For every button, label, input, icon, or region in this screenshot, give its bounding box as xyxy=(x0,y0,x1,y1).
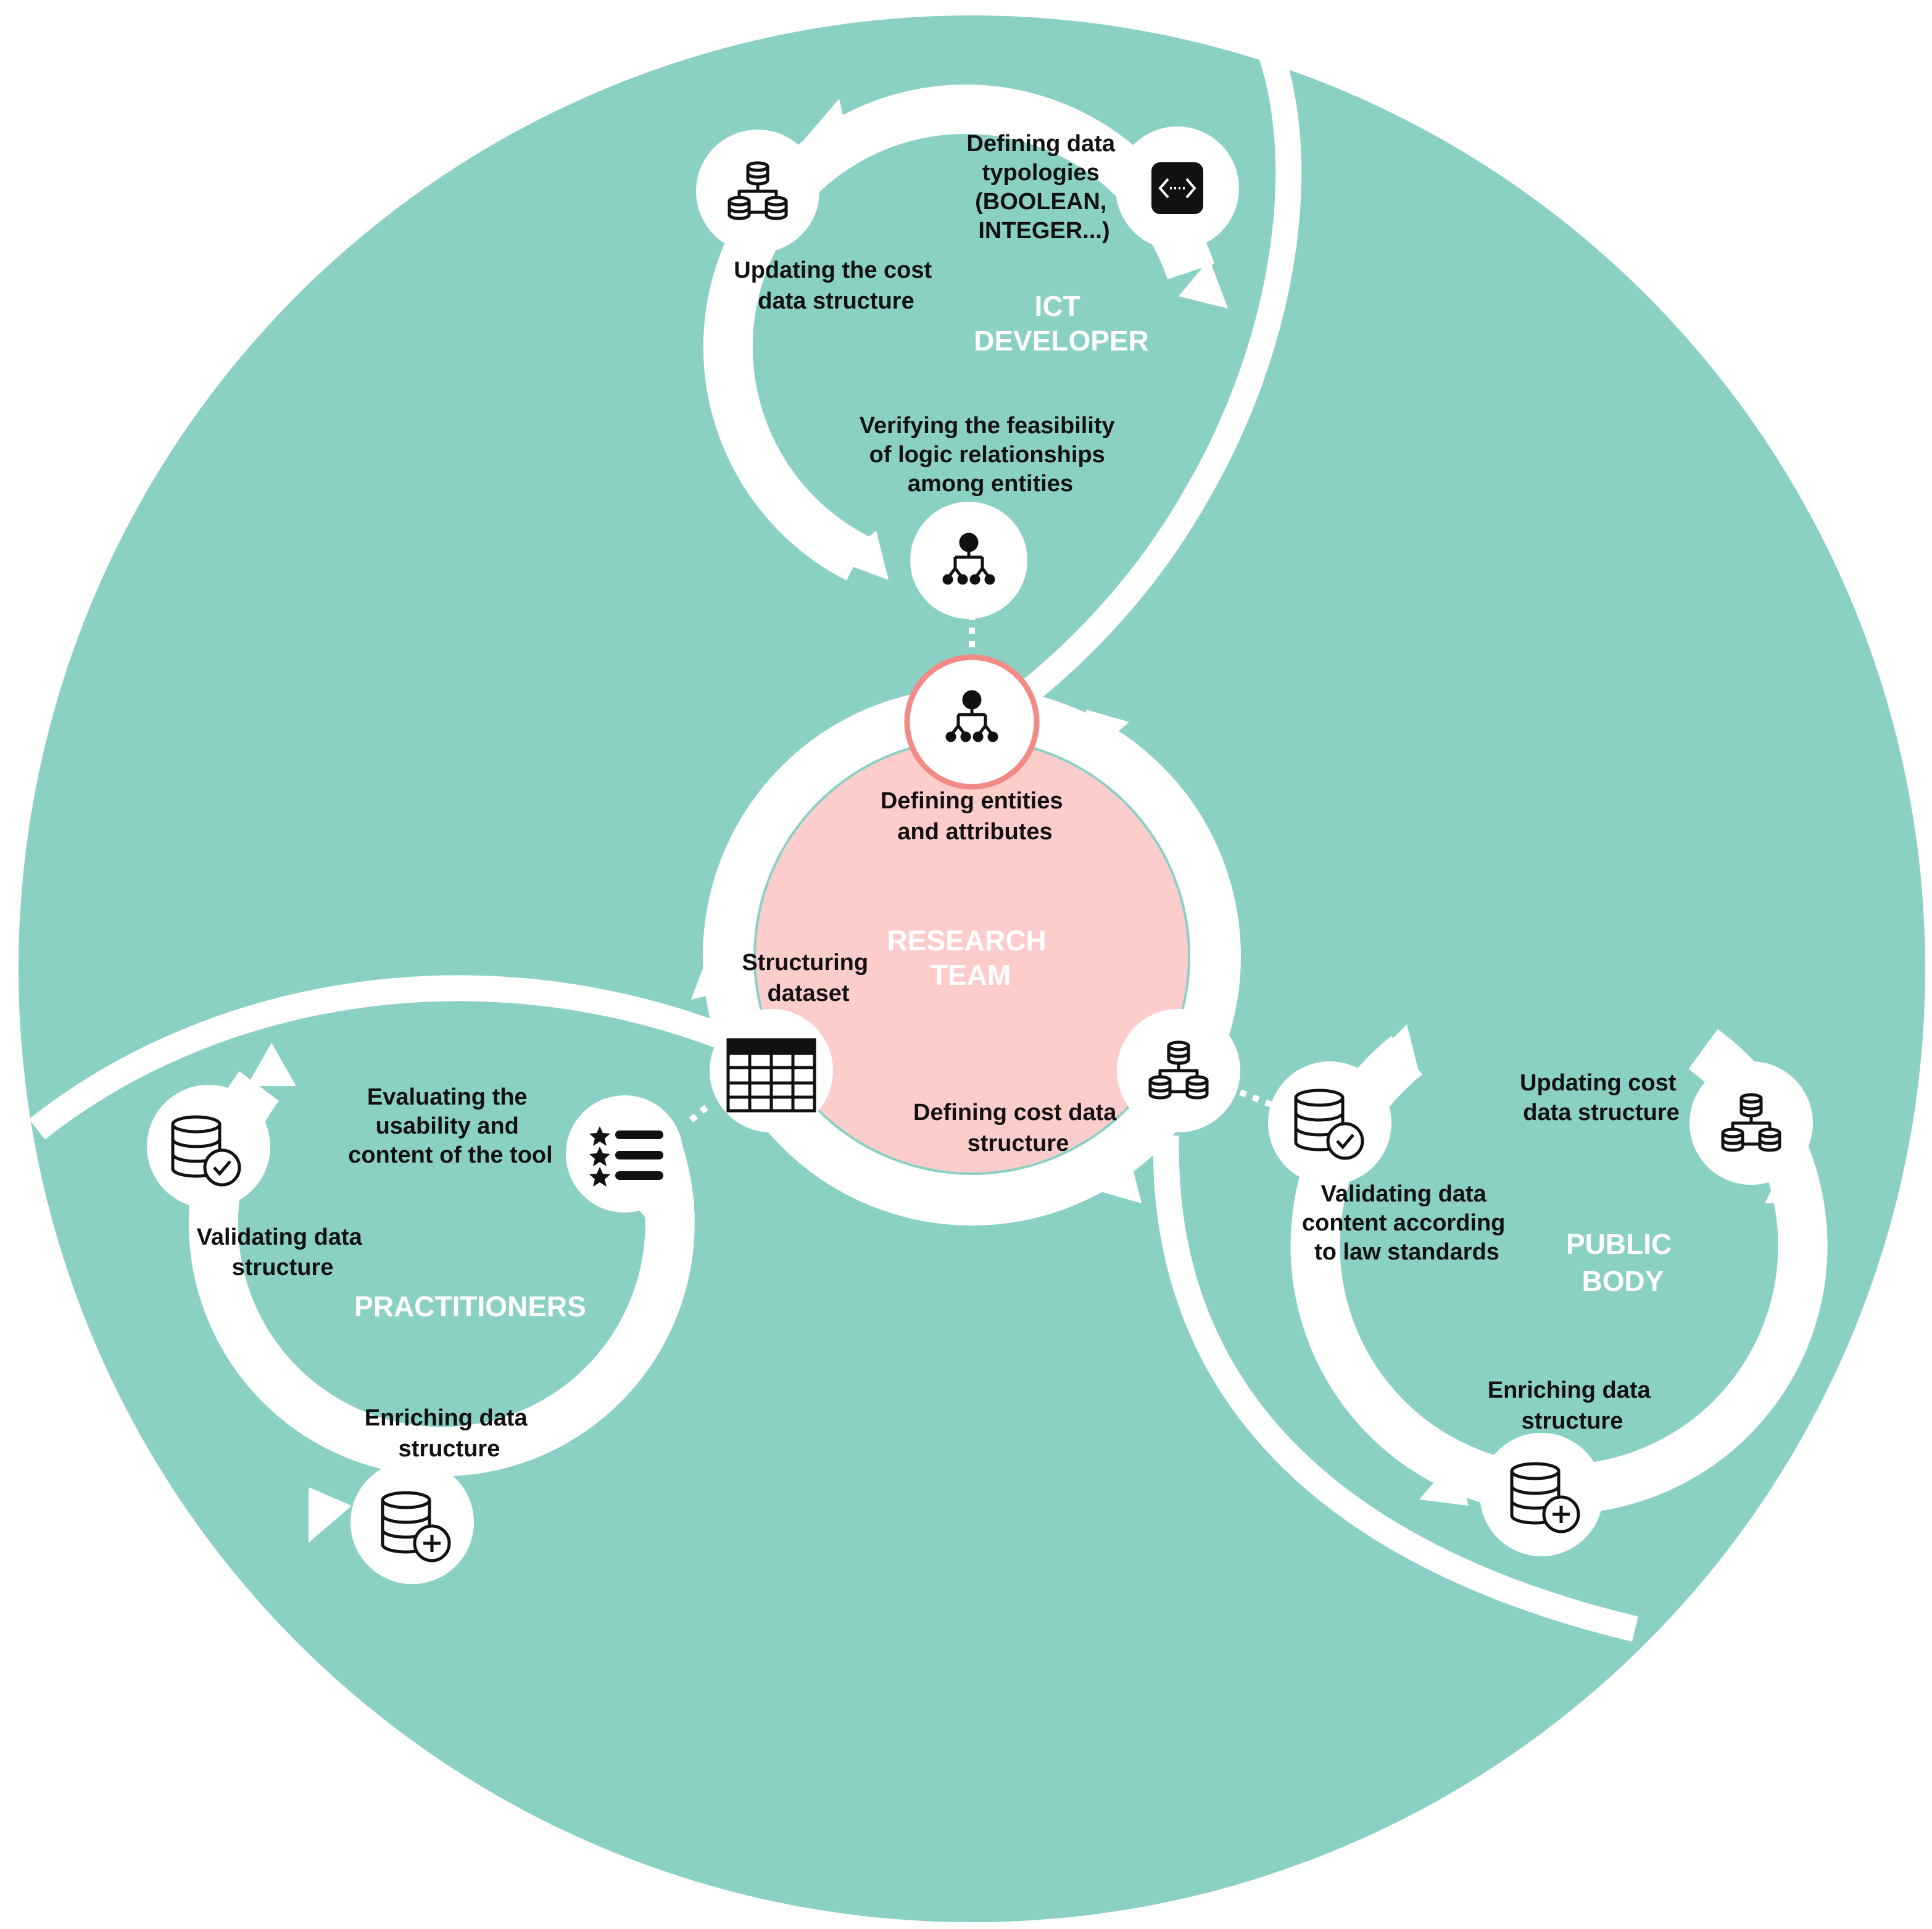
flow-path-ict xyxy=(980,32,1302,733)
ict-verifying-label: Verifying the feasibility of logic relat… xyxy=(860,413,1121,497)
entities-node xyxy=(904,654,1040,790)
public-body-validate-node xyxy=(1268,1061,1391,1185)
public-body-arrow-head-1 xyxy=(1370,1024,1419,1074)
public-body-enriching-label: Enriching data structure xyxy=(1488,1377,1657,1434)
ict-arrow-head-3 xyxy=(1179,259,1228,309)
practitioners-enriching-label: Enriching data structure xyxy=(365,1405,534,1462)
public-body-arrow-head-2 xyxy=(1765,1154,1808,1203)
research-arrow-head-2 xyxy=(691,950,740,1000)
ict-arrow-head-2 xyxy=(839,531,889,580)
flow-path-public-body xyxy=(1153,1135,1638,1642)
practitioners-arrow-head-1 xyxy=(247,1043,296,1086)
public-body-arrow-head-3 xyxy=(1419,1456,1469,1506)
public-body-title: PUBLIC BODY xyxy=(1566,1228,1680,1297)
defining-cost-label: Defining cost data structure xyxy=(913,1100,1123,1156)
ict-title: ICT DEVELOPER xyxy=(974,290,1149,357)
practitioners-validating-label: Validating data structure xyxy=(197,1224,369,1280)
connector-public-research xyxy=(1239,1089,1272,1108)
research-title: RESEARCH TEAM xyxy=(887,924,1055,991)
practitioners-arrow-head-2 xyxy=(309,1487,352,1543)
ict-typologies-label: Defining data typologies (BOOLEAN, INTEG… xyxy=(966,131,1121,244)
practitioners-title: PRACTITIONERS xyxy=(354,1290,586,1322)
rating-list-icon xyxy=(589,1126,663,1187)
practitioners-evaluating-label: Evaluating the usability and content of … xyxy=(348,1084,552,1168)
research-arrow-head-1 xyxy=(1086,710,1129,759)
public-body-validating-label: Validating data content according to law… xyxy=(1302,1181,1512,1265)
ict-verify-node xyxy=(910,502,1027,619)
flow-path-practitioners xyxy=(28,975,758,1140)
defining-entities-label: Defining entities and attributes xyxy=(881,788,1069,845)
structuring-dataset-label: Structuring dataset xyxy=(742,950,874,1006)
table-icon xyxy=(726,1038,816,1113)
connector-practitioners-research xyxy=(689,1102,712,1122)
research-core xyxy=(756,740,1188,1172)
ict-updating-label: Updating the cost data structure xyxy=(734,257,938,314)
public-body-updating-label: Updating cost data structure xyxy=(1520,1070,1683,1126)
code-icon xyxy=(1151,162,1203,214)
ict-arrow-head-1 xyxy=(802,99,852,154)
research-arrow-head-3 xyxy=(1098,1154,1142,1203)
practitioners-ring xyxy=(188,1071,695,1477)
